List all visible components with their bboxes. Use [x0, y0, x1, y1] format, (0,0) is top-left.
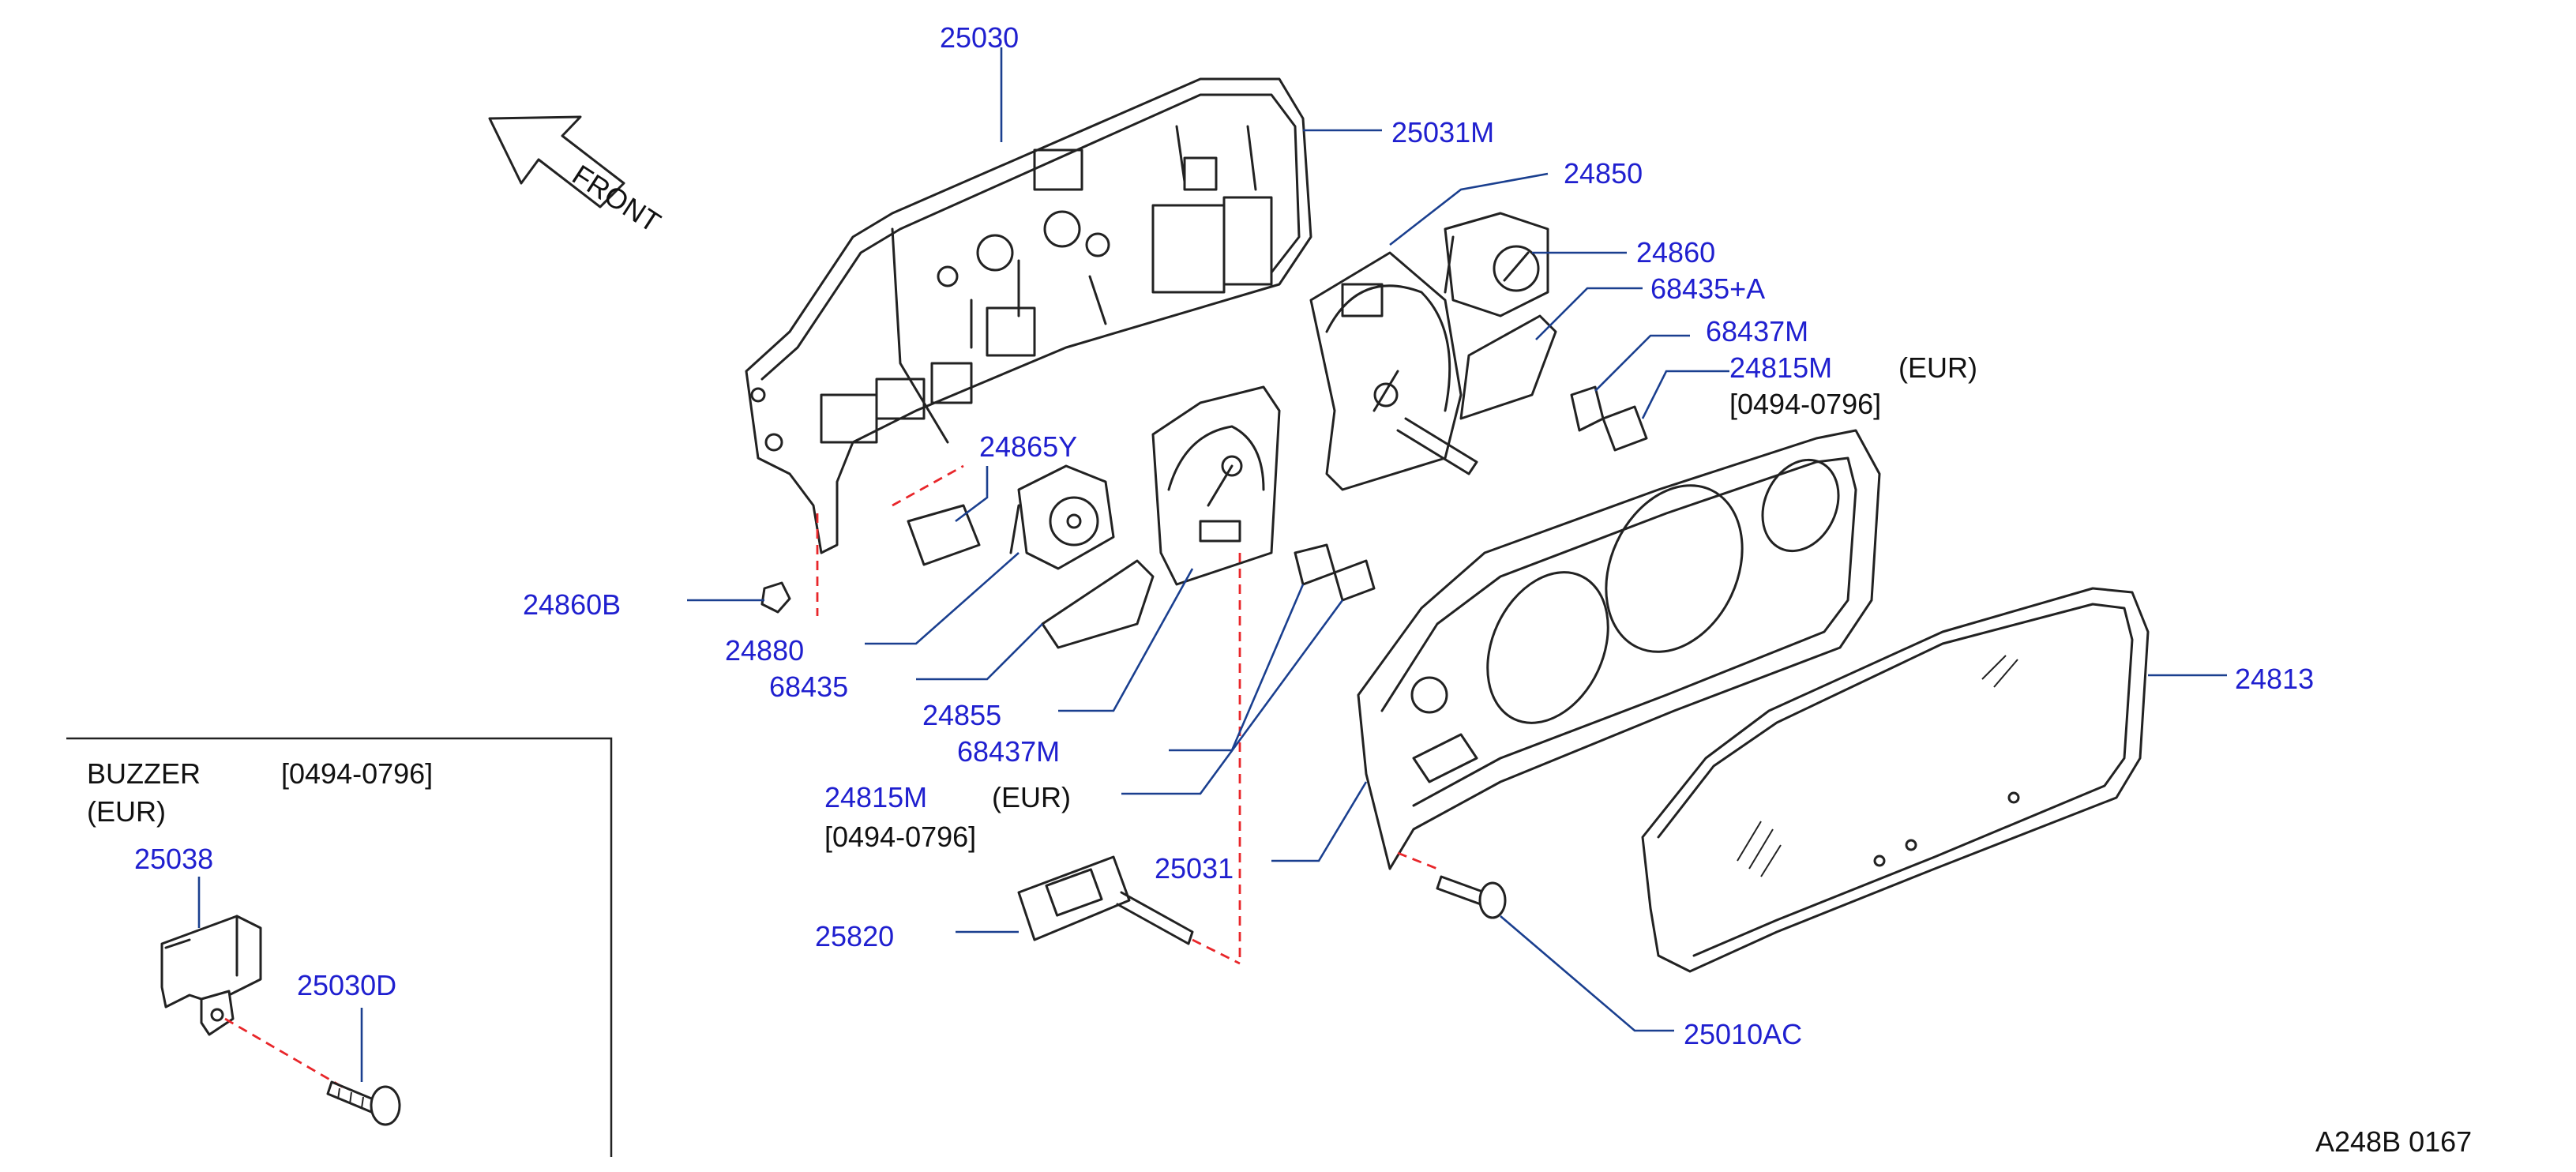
part-label: 25030D: [297, 969, 396, 1001]
part-label: 68437M: [1706, 315, 1808, 347]
part-label: 24865Y: [979, 430, 1077, 463]
inset-title: BUZZER: [87, 757, 201, 790]
part-label: 24813: [2235, 663, 2314, 695]
cover-plate-part: [1459, 314, 1557, 420]
circuit-board-part: [1017, 855, 1194, 945]
rear-housing-part: [745, 77, 1312, 554]
part-label: 25820: [815, 920, 894, 952]
part-label: 25030: [940, 21, 1019, 54]
part-label: 24880: [725, 634, 804, 667]
assembly-line: [224, 1017, 348, 1091]
part-label: 25010AC: [1684, 1018, 1802, 1050]
inset-date-range: [0494-0796]: [281, 757, 433, 790]
inset-qualifier: (EUR): [87, 795, 166, 828]
buzzer-part: [160, 915, 262, 1036]
buzzer-inset: BUZZER [0494-0796] (EUR) 25038 25030D: [66, 737, 613, 1157]
lens-glass-part: [1641, 587, 2150, 973]
front-bezel-part: [1357, 429, 1881, 870]
screw-part-inset: [326, 1080, 401, 1126]
region-note: (EUR): [992, 781, 1071, 813]
region-note: (EUR): [1898, 351, 1977, 384]
part-label: 25038: [134, 843, 213, 875]
part-label: 24860B: [523, 588, 621, 621]
assembly-line: [1397, 851, 1438, 870]
part-label: 24850: [1564, 157, 1643, 190]
small-gauge-part: [1444, 212, 1549, 317]
part-label: 68435: [769, 671, 848, 703]
part-label: 68435+A: [1650, 272, 1765, 305]
arrow-lens-part: [1602, 405, 1648, 452]
front-arrow-icon: [488, 115, 625, 208]
seal-part: [1570, 385, 1605, 432]
bulb-holder-part: [907, 504, 981, 566]
speedometer-gauge-part: [1309, 251, 1478, 491]
part-label: 24815M: [824, 781, 927, 813]
seal-part-lower: [1294, 543, 1336, 586]
date-range: [0494-0796]: [1729, 388, 1881, 420]
part-label: 24855: [922, 699, 1001, 731]
front-label: FRONT: [567, 158, 667, 239]
tachometer-gauge-part: [1151, 385, 1281, 586]
part-label: 24860: [1636, 236, 1715, 269]
part-label: 68437M: [957, 735, 1060, 768]
part-label: 25031M: [1391, 116, 1494, 148]
arrow-lens-part-lower: [1333, 559, 1376, 602]
lower-plate-part: [1041, 559, 1155, 649]
fuel-gauge-part: [1009, 464, 1115, 570]
part-label: 24815M: [1729, 351, 1832, 384]
date-range: [0494-0796]: [824, 821, 976, 853]
diagram-code: A248B 0167: [2315, 1125, 2472, 1158]
assembly-line: [892, 464, 964, 507]
part-label: 25031: [1155, 852, 1234, 885]
assembly-line: [1192, 938, 1241, 965]
screw-part: [1436, 875, 1507, 919]
clip-part: [760, 581, 791, 614]
